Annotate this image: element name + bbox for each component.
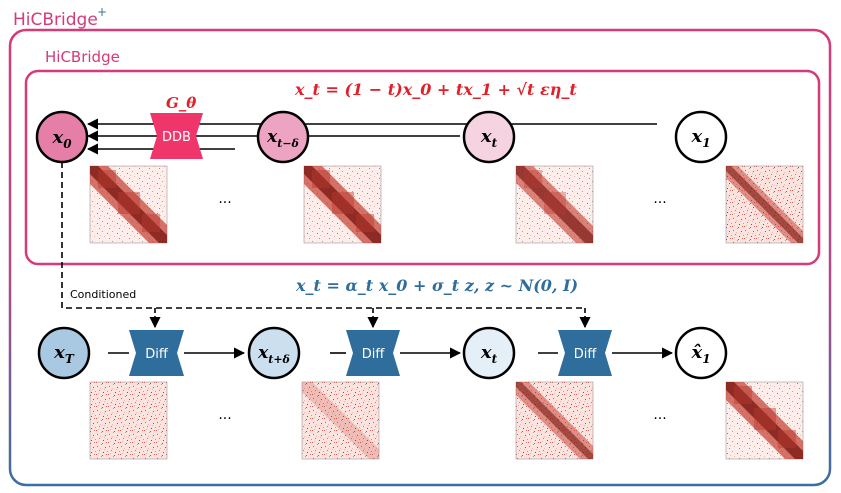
- heatmap-bottom-1: [89, 381, 168, 460]
- diffusion-formula: x_t = α_t x_0 + σ_t z, z ~ N(0, I): [295, 276, 578, 295]
- node-x-t-plus-delta: xt+δ: [247, 326, 301, 380]
- conditioned-path: [61, 162, 585, 309]
- diff-block-2: Diff: [346, 330, 400, 376]
- diff-label-3: Diff: [574, 347, 598, 362]
- ellipsis-top-1: ···: [218, 195, 231, 211]
- diff-label-2: Diff: [362, 347, 386, 362]
- svg-text:xt: xt: [480, 126, 498, 150]
- node-x-t-bottom: xt: [462, 326, 516, 380]
- heatmap-top-4: [725, 165, 804, 244]
- node-x0: x0: [35, 110, 89, 164]
- diff-block-3: Diff: [558, 330, 612, 376]
- heatmap-top-3: [515, 165, 594, 244]
- inner-box: [24, 69, 821, 266]
- heatmap-bottom-2: [301, 381, 380, 460]
- title-superscript: +: [97, 5, 107, 19]
- diagram-title: HiCBridge: [13, 10, 98, 30]
- node-x1-hat: x̂1: [674, 326, 728, 380]
- node-x1: x1: [674, 110, 728, 164]
- svg-text:x0: x0: [51, 127, 72, 151]
- svg-text:x̂1: x̂1: [690, 342, 710, 366]
- svg-text:xT: xT: [53, 342, 75, 366]
- heatmap-bottom-4: [725, 381, 804, 460]
- svg-text:xt: xt: [480, 342, 498, 366]
- ellipsis-top-2: ···: [653, 195, 666, 211]
- diff-block-1: Diff: [129, 330, 184, 376]
- forward-formula: x_t = (1 − t)x_0 + tx_1 + √t εη_t: [294, 80, 577, 99]
- heatmap-top-2: [303, 165, 382, 244]
- heatmap-bottom-3: [515, 381, 594, 460]
- ddb-label: DDB: [162, 130, 191, 145]
- conditioned-label: Conditioned: [70, 288, 136, 301]
- svg-text:xt+δ: xt+δ: [257, 343, 290, 366]
- ellipsis-bottom-1: ···: [218, 411, 231, 427]
- outer-box: [8, 28, 832, 487]
- svg-text:xt−δ: xt−δ: [266, 127, 299, 150]
- svg-text:x1: x1: [690, 126, 710, 150]
- ddb-block: DDB: [150, 113, 203, 159]
- ellipsis-bottom-2: ···: [653, 411, 666, 427]
- node-x-t-minus-delta: xt−δ: [256, 110, 310, 164]
- node-xT: xT: [37, 326, 91, 380]
- heatmap-top-1: [89, 165, 168, 244]
- inner-label: HiCBridge: [45, 48, 120, 66]
- g-theta-label: G_θ: [166, 94, 196, 112]
- diff-label-1: Diff: [145, 347, 169, 362]
- node-x-t-top: xt: [462, 110, 516, 164]
